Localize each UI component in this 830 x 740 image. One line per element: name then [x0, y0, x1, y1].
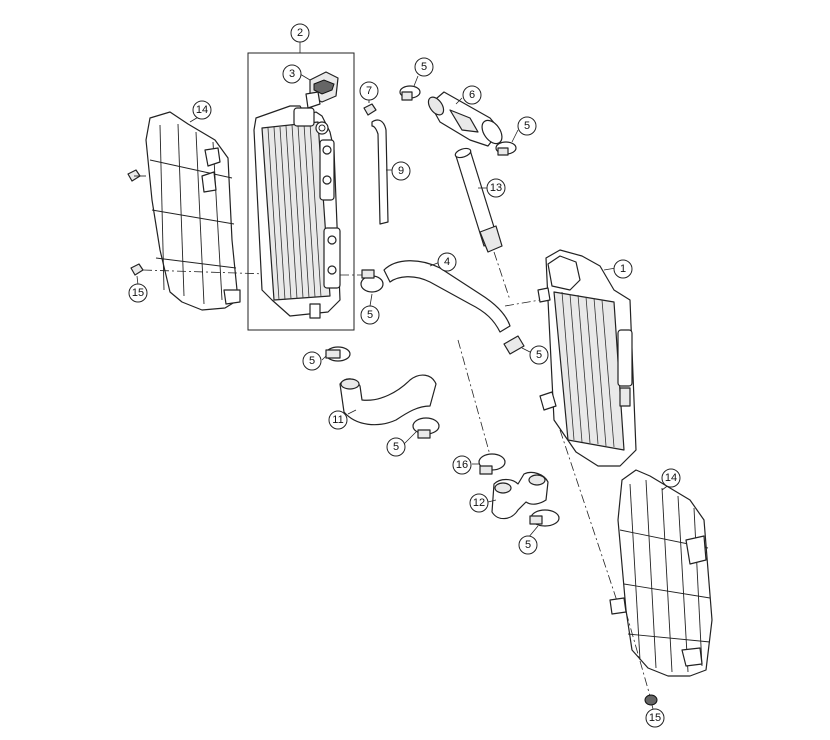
svg-text:1: 1 — [620, 263, 626, 275]
callout-5-mid-left: 5 — [360, 305, 380, 325]
hose-clamp-16 — [478, 453, 506, 475]
callout-3: 3 — [282, 64, 302, 84]
upper-radiator-hose — [383, 260, 511, 333]
svg-text:5: 5 — [309, 355, 315, 367]
callout-16: 16 — [452, 455, 472, 475]
left-radiator-shroud — [145, 111, 241, 311]
callout-5-top-right: 5 — [517, 116, 537, 136]
svg-text:4: 4 — [444, 256, 450, 268]
hose-nipple — [503, 335, 525, 355]
svg-text:14: 14 — [665, 472, 677, 484]
callout-15-right: 15 — [645, 708, 665, 728]
svg-text:7: 7 — [366, 85, 372, 97]
lower-radiator-hose — [339, 374, 437, 426]
hose-clamp-mid-left — [360, 269, 384, 293]
overflow-hose — [371, 119, 389, 225]
right-radiator — [537, 249, 637, 467]
callout-13: 13 — [486, 178, 506, 198]
svg-text:12: 12 — [473, 497, 485, 509]
hose-clamp-left-1 — [325, 346, 351, 362]
shroud-screw-bottom-right — [644, 694, 658, 706]
callout-14-left: 14 — [192, 100, 212, 120]
callout-11: 11 — [328, 410, 348, 430]
hose-clamp-left-2 — [412, 417, 440, 439]
callout-5-left-upper: 5 — [302, 351, 322, 371]
shroud-screw-top-left — [127, 169, 146, 182]
callout-4: 4 — [437, 252, 457, 272]
hose-clamp-top-2 — [495, 141, 517, 156]
callout-12: 12 — [469, 493, 489, 513]
assembly-2-group-box — [247, 52, 355, 331]
coolant-hose-connector — [427, 91, 503, 147]
svg-text:2: 2 — [297, 27, 303, 39]
hose-clamp-bottom — [529, 509, 560, 527]
callout-15-left: 15 — [128, 283, 148, 303]
svg-text:5: 5 — [524, 120, 530, 132]
svg-text:5: 5 — [421, 61, 427, 73]
svg-text:15: 15 — [649, 712, 661, 724]
svg-text:5: 5 — [536, 349, 542, 361]
callout-5-bottom: 5 — [518, 535, 538, 555]
callout-7: 7 — [359, 81, 379, 101]
callout-5-top-left: 5 — [414, 57, 434, 77]
callout-1: 1 — [613, 259, 633, 279]
svg-text:15: 15 — [132, 287, 144, 299]
svg-text:16: 16 — [456, 459, 468, 471]
svg-text:5: 5 — [525, 539, 531, 551]
callout-6: 6 — [462, 85, 482, 105]
y-hose — [491, 471, 549, 520]
hose-clamp-top-1 — [399, 85, 421, 101]
callout-5-mid-right: 5 — [529, 345, 549, 365]
callout-9: 9 — [391, 161, 411, 181]
svg-text:5: 5 — [367, 309, 373, 321]
left-radiator — [253, 105, 341, 319]
svg-text:5: 5 — [393, 441, 399, 453]
svg-text:13: 13 — [490, 182, 502, 194]
callout-14-right: 14 — [661, 468, 681, 488]
svg-text:11: 11 — [332, 414, 343, 426]
callout-2: 2 — [290, 23, 310, 43]
svg-text:3: 3 — [289, 68, 295, 80]
right-radiator-shroud — [609, 469, 713, 677]
svg-text:6: 6 — [469, 89, 475, 101]
callout-5-left-lower: 5 — [386, 437, 406, 457]
coolant-pipe — [454, 147, 503, 253]
radiator-cap — [305, 71, 339, 109]
svg-text:9: 9 — [398, 165, 404, 177]
svg-text:14: 14 — [196, 104, 208, 116]
